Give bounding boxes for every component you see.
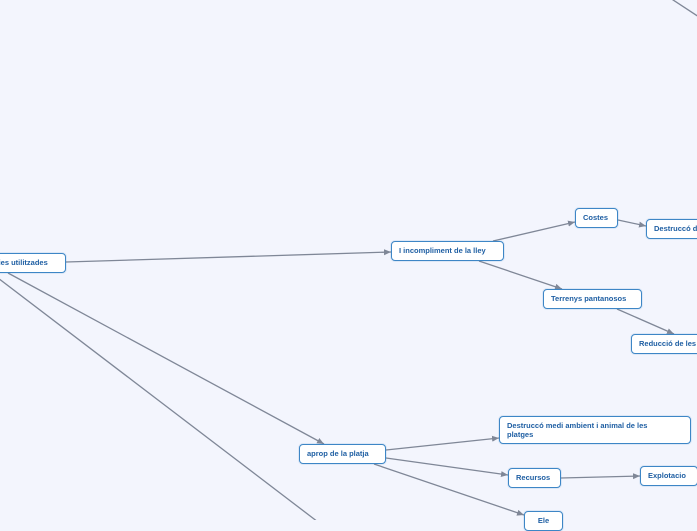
node-incompliment-de-la-lley[interactable]: I incompliment de la lley bbox=[391, 241, 504, 261]
mind-map-connectors bbox=[0, 0, 697, 520]
node-partial-bottom[interactable]: Ele bbox=[524, 511, 563, 531]
node-destruccio-medi-ambient[interactable]: Destruccó medi ambient i animal de les p… bbox=[499, 416, 691, 444]
connector-root-to-aprop bbox=[7, 272, 325, 445]
node-destruccio-costes[interactable]: Destruccó d bbox=[646, 219, 697, 239]
connector-incompliment-to-terrenys bbox=[478, 260, 563, 290]
connector-incompliment-to-costes bbox=[492, 220, 576, 242]
node-terrenys-pantanosos[interactable]: Terrenys pantanosos bbox=[543, 289, 642, 309]
node-recursos[interactable]: Recursos bbox=[508, 468, 561, 488]
node-aprop-de-la-platja[interactable]: aprop de la platja bbox=[299, 444, 386, 464]
connector-costes-to-destruccio_costes bbox=[617, 219, 647, 228]
connector-root-to-offscreen_bottom bbox=[0, 278, 317, 520]
node-explotacio[interactable]: Explotacio bbox=[640, 466, 697, 486]
node-gies-utilitzades[interactable]: gies utilitzades bbox=[0, 253, 66, 273]
connector-aprop-to-destruccio_medi bbox=[385, 435, 500, 451]
connector-aprop-to-recursos bbox=[385, 457, 509, 478]
connector-offscreen_top-to-offscreen_top_end bbox=[671, 0, 697, 17]
node-reduccio-de-les[interactable]: Reducció de les bbox=[631, 334, 697, 354]
connector-aprop-to-partial_node bbox=[373, 463, 525, 516]
connector-root-to-incompliment bbox=[65, 249, 392, 263]
connector-recursos-to-explotacio bbox=[560, 473, 641, 480]
connector-terrenys-to-reduccio bbox=[616, 308, 675, 335]
node-costes[interactable]: Costes bbox=[575, 208, 618, 228]
